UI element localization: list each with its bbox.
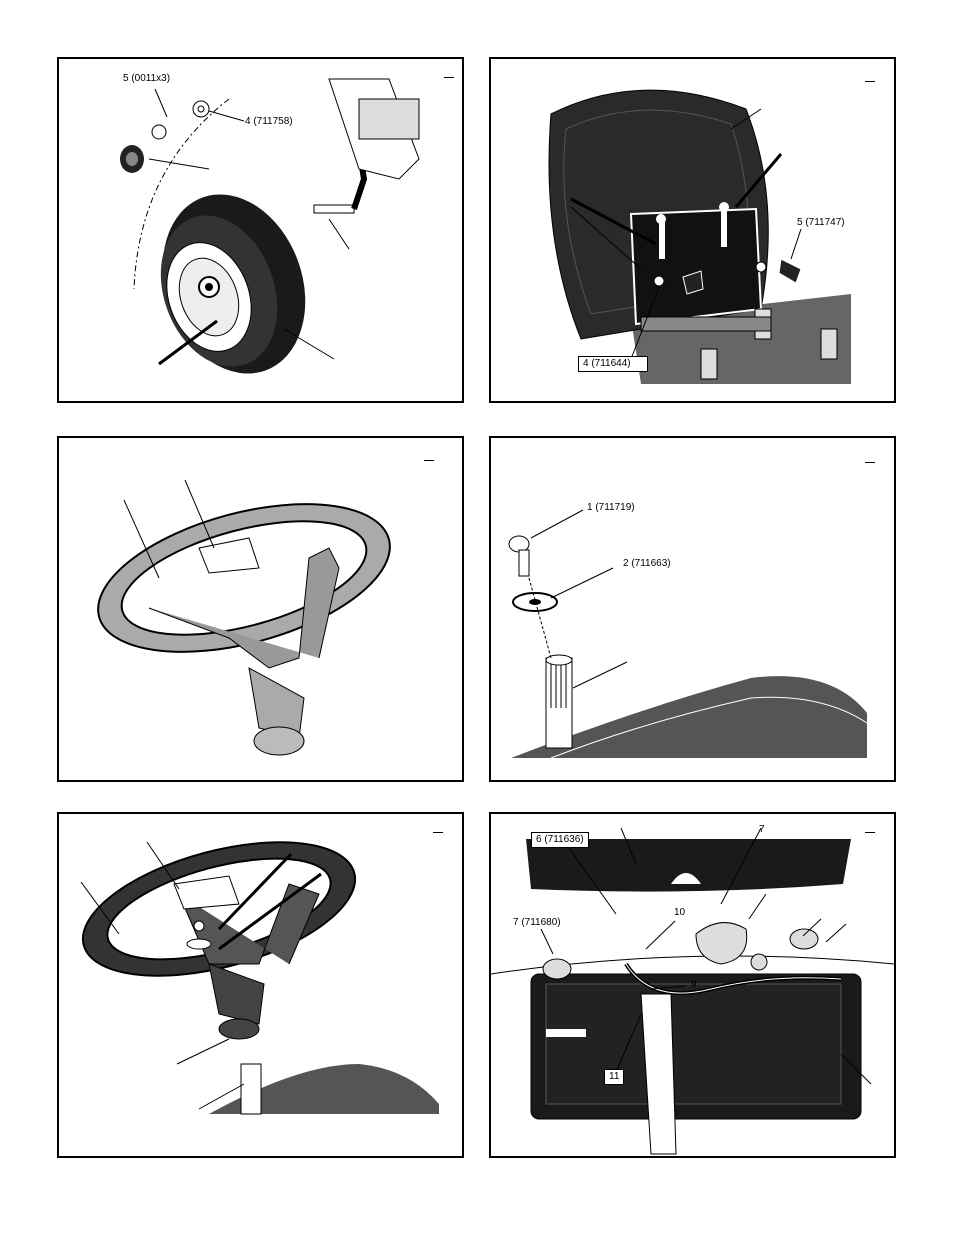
figure-number-mark [424,460,434,461]
callout-label-boxed: 11 [604,1069,625,1085]
figure-number-mark [865,462,875,463]
callout-label-boxed: 4 (711644) [578,356,648,372]
callout-label: 9 [691,979,697,990]
figure-panel-wheel: 5 (0011x3) 4 (711758) [57,57,464,403]
figure-panel-battery: 6 (711636) 7 10 7 (711680) 9 11 [489,812,896,1158]
figure-number-mark [865,832,875,833]
callout-label: 4 (711758) [245,116,293,127]
callout-label-boxed: 6 (711636) [531,832,589,848]
callout-label: 2 (711663) [623,558,671,569]
figure-number-mark [865,81,875,82]
callout-label: 5 (711747) [797,217,845,228]
steering-install-illustration [80,841,439,1115]
callout-label: 5 (0011x3) [123,73,171,84]
figure-number-mark [433,832,443,833]
figure-panel-steering-install [57,812,464,1158]
callout-label: 1 (711719) [587,502,635,513]
figure-panel-steering-shaft: 1 (711719) 2 (711663) [489,436,896,782]
callout-label: 7 (711680) [513,917,561,928]
figure-panel-seat: 5 (711747) 4 (711644) [489,57,896,403]
steering-wheel-illustration [97,479,391,756]
callout-label: 10 [674,907,686,918]
callout-label: 7 [759,824,765,835]
wheel-illustration [120,78,420,374]
seat-illustration [548,89,851,384]
figure-number-mark [444,77,454,78]
steering-shaft-illustration [508,509,868,759]
figure-panel-steering-wheel [57,436,464,782]
